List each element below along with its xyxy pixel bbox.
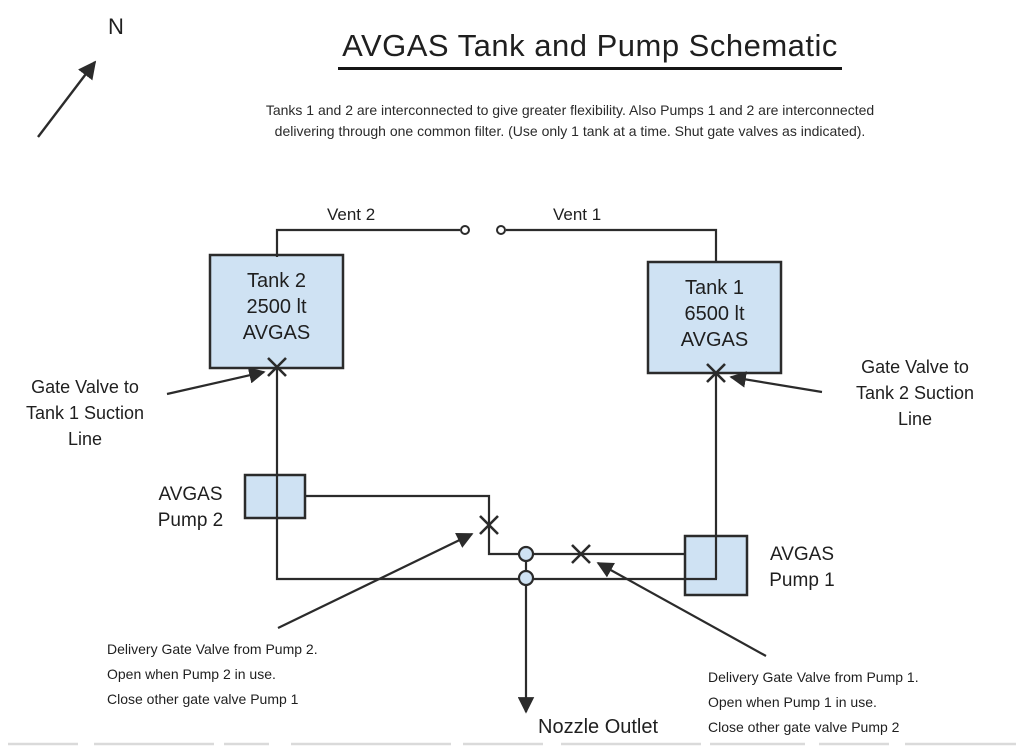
gate-valve-right-line1: Gate Valve to <box>861 357 969 377</box>
pump2-label: AVGAS Pump 2 <box>143 482 238 534</box>
gate-valve-left-label: Gate Valve to Tank 1 Suction Line <box>10 374 160 452</box>
gate-valve-tank2-suction-x <box>706 363 726 383</box>
schematic-note: Tanks 1 and 2 are interconnected to give… <box>230 100 910 142</box>
pump2-delivery-line <box>305 494 684 556</box>
compass-label: N <box>108 14 124 39</box>
tank2-label: Tank 2 2500 lt AVGAS <box>210 268 343 346</box>
pump2-box <box>243 473 307 520</box>
vent2-terminal-circle <box>460 225 470 235</box>
tank1-box <box>646 260 783 375</box>
gate-valve-right-line2: Tank 2 Suction <box>855 383 975 403</box>
tank1-label: Tank 1 6500 lt AVGAS <box>648 275 781 353</box>
gate-valve-right-pointer-arrow <box>729 371 823 394</box>
pump1-label-line1: AVGAS <box>769 544 835 565</box>
gate-valve-left-line1: Gate Valve to <box>31 377 139 397</box>
tank1-capacity: 6500 lt <box>684 303 745 325</box>
pump1-label-line2: Pump 1 <box>769 570 835 591</box>
pump1-label: AVGAS Pump 1 <box>760 542 844 594</box>
delivery-valve-pump2-line2: Open when Pump 2 in use. <box>107 666 276 682</box>
gate-valve-left-pointer-arrow <box>166 367 266 396</box>
tank2-fuel: AVGAS <box>242 322 311 344</box>
tank2-suction-line <box>275 368 717 581</box>
delivery-valve-pump2-label: Delivery Gate Valve from Pump 2. Open wh… <box>107 637 318 712</box>
delivery-gate-valve-pump1-x <box>571 544 591 564</box>
tank2-capacity: 2500 lt <box>246 296 307 318</box>
page-title-text: AVGAS Tank and Pump Schematic <box>338 28 842 70</box>
filter-circle-upper <box>517 545 535 563</box>
nozzle-outlet-label: Nozzle Outlet <box>538 716 659 738</box>
gate-valve-right-line3: Line <box>897 409 933 429</box>
pump2-label-line1: AVGAS <box>158 484 223 505</box>
gate-valve-left-line2: Tank 1 Suction <box>25 403 145 423</box>
tank2-name: Tank 2 <box>247 270 306 292</box>
delivery-valve-pump1-line1: Delivery Gate Valve from Pump 1. <box>708 669 919 685</box>
delivery-valve-pump2-line3: Close other gate valve Pump 1 <box>107 691 299 707</box>
delivery-valve-pump1-label: Delivery Gate Valve from Pump 1. Open wh… <box>708 665 919 740</box>
vent2-line <box>275 228 460 257</box>
schematic-note-line2: delivering through one common filter. (U… <box>274 123 866 139</box>
gate-valve-left-line3: Line <box>67 429 103 449</box>
gate-valve-tank1-suction-x <box>267 357 287 377</box>
delivery-valve-pump2-pointer-arrow <box>277 533 474 629</box>
schematic-note-line1: Tanks 1 and 2 are interconnected to give… <box>265 102 875 118</box>
filter-circle-lower <box>517 569 535 587</box>
tank1-name: Tank 1 <box>685 277 744 299</box>
tank1-fuel: AVGAS <box>680 329 749 351</box>
gate-valve-right-label: Gate Valve to Tank 2 Suction Line <box>840 354 990 432</box>
delivery-valve-pump1-line3: Close other gate valve Pump 2 <box>708 719 900 735</box>
vent1-line <box>506 228 718 263</box>
vent1-label: Vent 1 <box>553 205 602 224</box>
delivery-valve-pump1-line2: Open when Pump 1 in use. <box>708 694 877 710</box>
page-title: AVGAS Tank and Pump Schematic <box>290 28 890 70</box>
delivery-valve-pump1-pointer-arrow <box>596 562 767 657</box>
pump2-label-line2: Pump 2 <box>157 510 224 531</box>
vent1-terminal-circle <box>496 225 506 235</box>
delivery-gate-valve-pump2-x <box>479 515 499 535</box>
north-arrow <box>37 60 97 138</box>
vent2-label: Vent 2 <box>327 205 376 224</box>
delivery-valve-pump2-line1: Delivery Gate Valve from Pump 2. <box>107 641 318 657</box>
